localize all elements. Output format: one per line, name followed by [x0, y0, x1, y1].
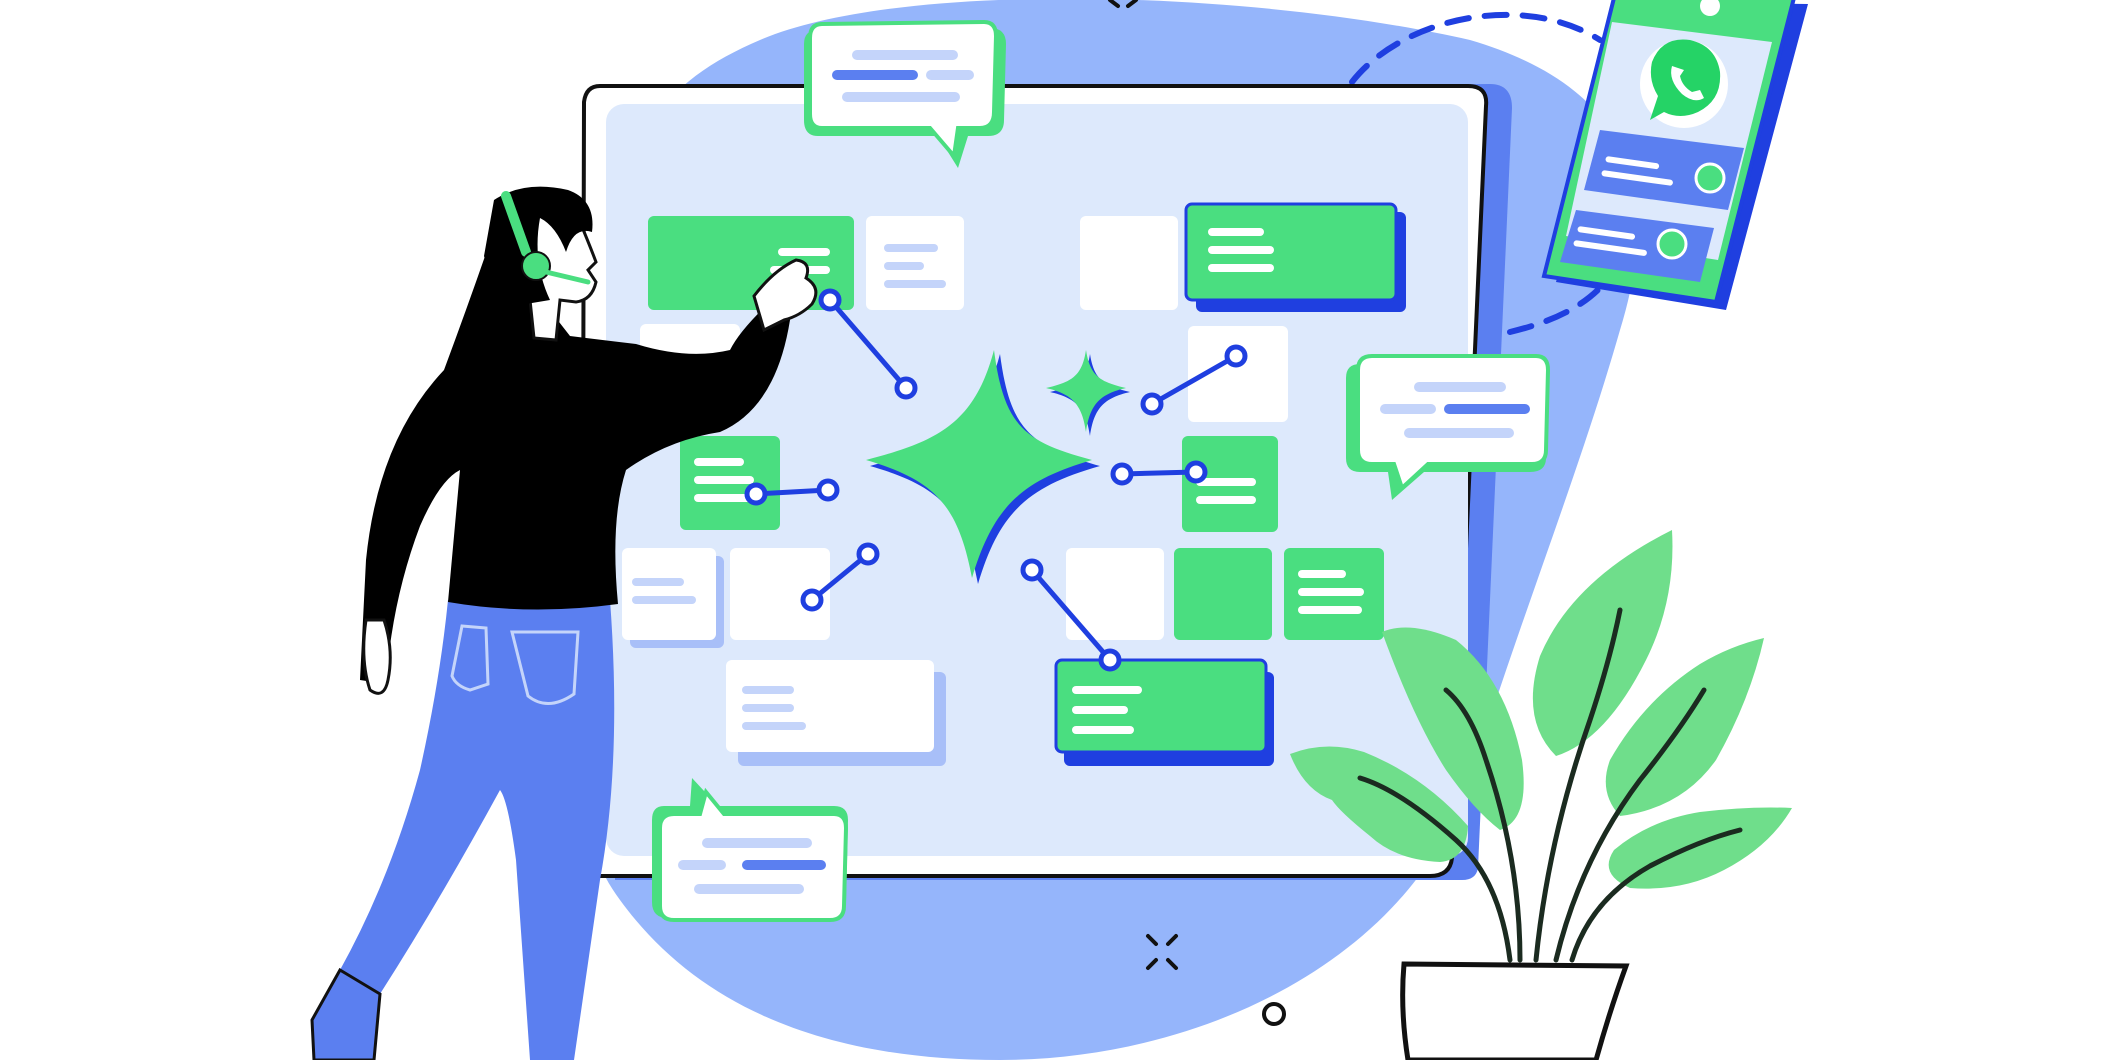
connector-node: [1110, 462, 1134, 486]
card-white-right-mid: [1188, 326, 1288, 422]
hand-left: [362, 618, 392, 695]
plant-leaf: [1532, 530, 1673, 756]
small-sparkle-icon: [1046, 350, 1130, 436]
card-green-left: [680, 436, 780, 530]
card-green-right: [1182, 436, 1278, 532]
connector-node: [816, 478, 840, 502]
shoe: [310, 967, 382, 1060]
jeans: [340, 600, 615, 1060]
person-with-headset: [310, 186, 818, 1060]
user-avatar-icon: [1656, 228, 1688, 260]
chat-message-card: [1584, 130, 1744, 210]
connector-node: [744, 482, 768, 506]
decorative-sparkle: [1108, 0, 1178, 970]
speech-bubble-icon: [804, 19, 1006, 168]
card-green-top-right: [1184, 202, 1406, 312]
hoodie: [360, 236, 793, 684]
connector-node: [800, 588, 824, 612]
card-white-lower-left: [622, 548, 724, 648]
card-white-blank-top: [1080, 216, 1178, 310]
ai-sparkle-icon: [866, 350, 1100, 584]
card-white-top: [866, 216, 964, 310]
plant-leaf: [1608, 807, 1792, 889]
chat-message-card: [1560, 210, 1714, 282]
connector-node: [818, 288, 842, 312]
whatsapp-icon: [1640, 39, 1728, 128]
card-white-wide-bottom: [726, 660, 946, 766]
plant-icon: [1290, 530, 1792, 1060]
card-green-far-right: [1284, 548, 1384, 640]
connector-node: [1098, 648, 1122, 672]
plant-leaf: [1382, 627, 1524, 830]
user-avatar-icon: [1694, 162, 1726, 194]
card-green-center-blank: [1174, 548, 1272, 640]
headset-icon: [501, 191, 591, 285]
connector-node: [1020, 558, 1044, 582]
speech-bubble-icon: [1346, 354, 1551, 500]
card-white-lower-blank: [730, 548, 830, 640]
plant-pot: [1400, 961, 1630, 1060]
decorative-circle: [1262, 1002, 1286, 1026]
workflow-cards: [622, 202, 1406, 766]
smartphone: [1541, 0, 1808, 310]
plant-leaf: [1290, 746, 1468, 862]
connector-node: [894, 376, 918, 400]
dashed-connection-line: [1349, 11, 1603, 85]
speech-bubble-icon: [652, 778, 849, 922]
connector-node: [1184, 460, 1208, 484]
connector-node: [1140, 392, 1164, 416]
card-green-bottom: [1054, 658, 1274, 766]
connector-lines: [744, 288, 1248, 672]
connector-node: [856, 542, 880, 566]
connector-node: [1224, 344, 1248, 368]
hand: [752, 258, 818, 333]
card-white-center-blank: [1066, 548, 1164, 640]
